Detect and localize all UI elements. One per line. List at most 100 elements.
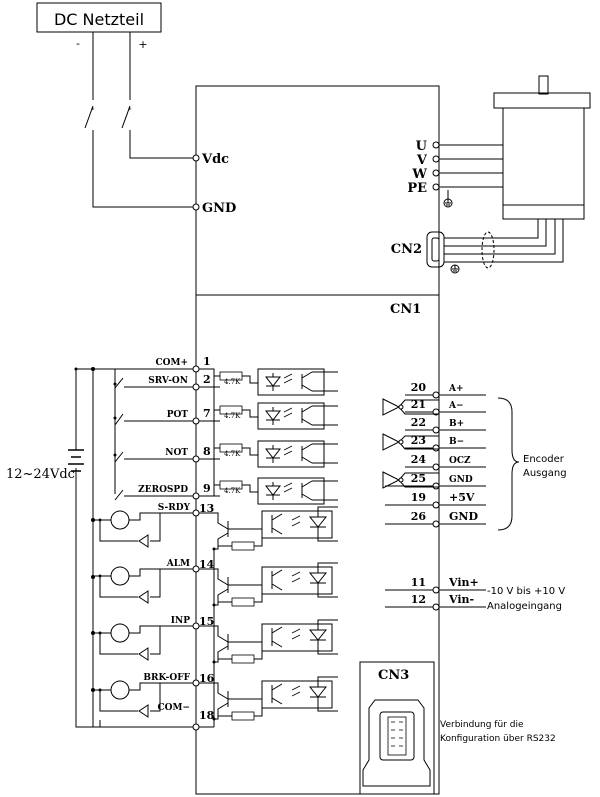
input-switches	[113, 369, 196, 501]
input-pin-number: 1	[203, 355, 211, 368]
rs232-label-line1: Verbindung für die	[440, 720, 524, 730]
encoder-line-drivers	[382, 398, 439, 489]
output-resistor	[231, 711, 255, 721]
output-load-icon	[110, 566, 130, 586]
encoder-pin-6: 19 +5V	[385, 491, 486, 509]
flyback-diode-icon	[138, 590, 149, 604]
encoder-pin-7: 26 GND	[385, 510, 486, 528]
encoder-pin-name: GND	[449, 510, 478, 523]
encoder-pin-name: A+	[448, 384, 464, 394]
output-name-label: INP	[171, 616, 190, 626]
input-optocoupler	[257, 440, 325, 468]
encoder-label-line2: Ausgang	[523, 468, 567, 479]
output-com-: COM−18	[157, 703, 215, 731]
supply-minus-sign: -	[76, 37, 80, 50]
encoder-pin-number: 26	[411, 510, 427, 523]
analog-label-line2: Analogeingang	[487, 601, 562, 612]
encoder-pin-name: B−	[449, 437, 464, 447]
output-resistor	[231, 541, 255, 551]
supply-wiring: * *	[84, 32, 196, 208]
input-name-label: NOT	[165, 448, 188, 458]
input-optocoupler	[257, 402, 325, 430]
input-name-label: SRV-ON	[148, 376, 188, 386]
output-pin-number: 15	[199, 615, 214, 628]
output-optocoupler	[261, 566, 333, 595]
output-load-icon	[110, 680, 130, 700]
gnd-power-label: GND	[202, 201, 236, 216]
encoder-pin-number: 24	[411, 453, 427, 466]
output-pin-number: 14	[199, 558, 215, 571]
cn3-label: CN3	[378, 668, 409, 683]
terminal-pe-label: PE	[407, 181, 427, 196]
input-name-label: POT	[167, 410, 189, 420]
drive-enclosure	[195, 85, 440, 795]
encoder-pin-name: GND	[449, 475, 473, 485]
output-name-label: COM−	[157, 703, 190, 713]
encoder-pin-3: 23 B−	[405, 434, 486, 452]
dc-power-supply: DC Netzteil - +	[36, 2, 162, 51]
input-pin-number: 9	[203, 482, 211, 495]
input-name-label: COM+	[155, 358, 188, 368]
analog-pin-name: Vin-	[448, 593, 474, 606]
input-resistor-value: 4.7K	[224, 487, 241, 495]
input-pin-number: 2	[203, 373, 211, 386]
output-optocoupler	[261, 680, 333, 709]
input-zerospd: ZEROSPD 9 4.7K	[138, 477, 338, 505]
encoder-pin-name: A−	[448, 401, 464, 411]
input-optocoupler	[257, 368, 325, 396]
svg-text:*: *	[128, 106, 132, 114]
output-resistor	[231, 597, 255, 607]
encoder-pin-4: 24 OCZ	[405, 453, 486, 471]
analog-pin-vin-: 11 Vin+	[385, 576, 486, 594]
svg-text:*: *	[91, 106, 95, 114]
encoder-pin-name: +5V	[449, 491, 475, 504]
output-optocoupler	[261, 510, 333, 539]
input-pin-number: 8	[203, 445, 211, 458]
input-pot: POT 7 4.7K	[167, 402, 338, 430]
output-load-icon	[110, 510, 130, 530]
encoder-pin-number: 19	[411, 491, 426, 504]
encoder-label-line1: Encoder	[523, 454, 565, 465]
encoder-pin-name: B+	[449, 419, 464, 429]
analog-pin-number: 11	[411, 576, 426, 589]
analog-label-line1: -10 V bis +10 V	[487, 586, 565, 597]
input-name-label: ZEROSPD	[138, 485, 188, 495]
encoder-pin-name: OCZ	[449, 456, 471, 466]
encoder-pin-number: 25	[411, 472, 426, 485]
encoder-pin-number: 23	[411, 434, 426, 447]
motor-icon	[493, 75, 591, 258]
cn2-label: CN2	[391, 242, 422, 257]
supply-plus-sign: +	[138, 38, 147, 51]
input-resistor-value: 4.7K	[224, 378, 241, 386]
output-name-label: BRK-OFF	[143, 673, 190, 683]
cn3-connector: CN3 Verbindung für die Konfiguration übe…	[359, 661, 556, 795]
input-srv-on: SRV-ON 2 4.7K	[148, 368, 338, 396]
terminal-v-label: V	[416, 153, 428, 168]
input-optocoupler	[257, 477, 325, 505]
output-inp: INP 15	[93, 615, 338, 727]
input-resistor-value: 4.7K	[224, 412, 241, 420]
flyback-diode-icon	[138, 647, 149, 661]
flyback-diode-icon	[138, 534, 149, 548]
ground-symbol-icon	[443, 198, 453, 208]
dc-power-supply-label: DC Netzteil	[54, 10, 144, 29]
rs232-label-line2: Konfiguration über RS232	[440, 734, 556, 744]
input-pin-number: 7	[203, 407, 211, 420]
supply-voltage-label: 12~24Vdc	[6, 467, 75, 482]
motor-terminals: U V W PE	[407, 139, 503, 208]
input-not: NOT 8 4.7K	[165, 440, 338, 468]
analog-pin-name: Vin+	[448, 576, 479, 589]
power-terminals: Vdc GND	[192, 152, 236, 216]
input-resistor-value: 4.7K	[224, 450, 241, 458]
